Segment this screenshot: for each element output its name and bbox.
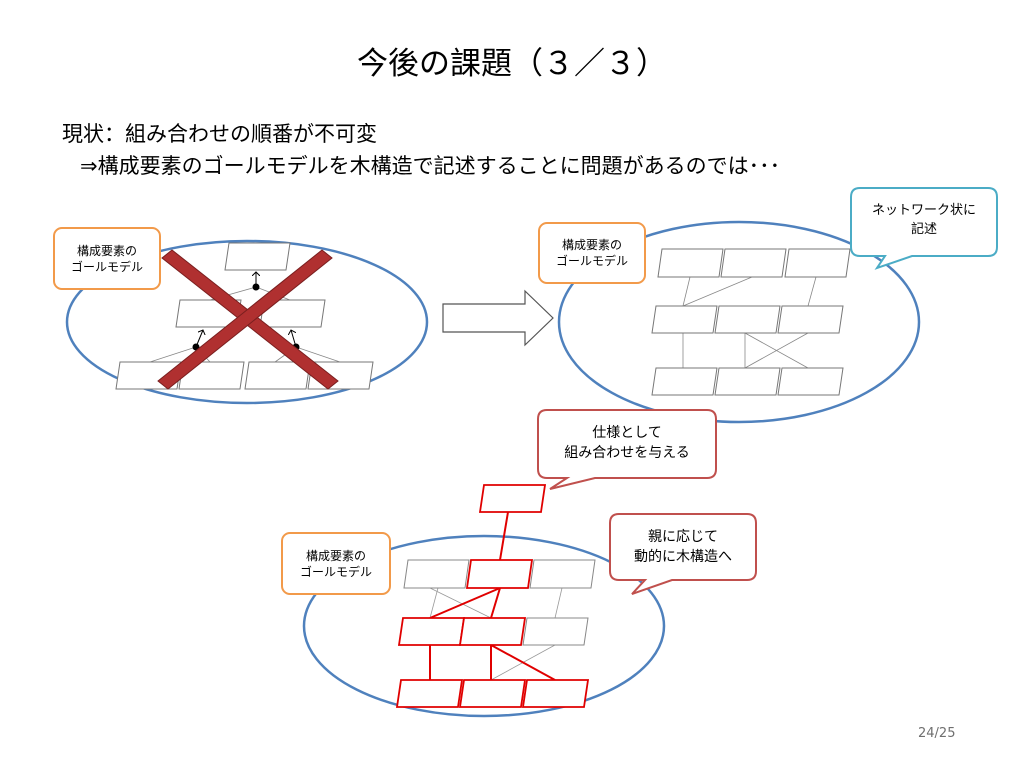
label-line2: ゴールモデル [70,259,143,274]
gray-node [522,617,589,646]
parent-callout-shape [609,513,757,595]
red-tree-connectors [429,511,556,681]
network-node [657,248,724,278]
network-node [784,248,851,278]
label-line1: 構成要素の [561,238,622,252]
network-node [777,367,844,396]
network-node [651,305,718,334]
problem-statement-text: ⇒構成要素のゴールモデルを木構造で記述することに問題があるのでは･･･ [80,154,781,178]
spec-callout-text: 仕様として 組み合わせを与える [538,423,716,463]
network-nodes [651,248,851,396]
tree-node [244,361,311,390]
red-node [465,559,534,589]
gray-node [403,559,470,589]
callout-line2: 組み合わせを与える [564,445,690,461]
callout-line1: 親に応じて [648,529,718,545]
left-goal-model-label: 構成要素の ゴールモデル [53,227,161,290]
label-line2: ゴールモデル [555,254,628,268]
red-node [478,484,547,513]
red-node [458,679,527,708]
tree-node [259,299,326,328]
tree-node [178,361,245,390]
label-line1: 構成要素の [305,548,366,563]
parent-callout-text: 親に応じて 動的に木構造へ [610,527,756,567]
network-node [714,305,781,334]
red-node [395,679,464,708]
tree-node [224,242,291,271]
transition-arrow [442,289,554,347]
network-node [777,305,844,334]
gray-node [529,559,596,589]
red-tree-nodes [395,484,590,708]
slide-title: 今後の課題（３／３） [357,46,667,82]
network-callout-shape [850,187,998,270]
page-number: 24/25 [918,726,956,741]
bottom-dynamic-diagram [302,409,757,718]
bottom-gray-nodes [403,559,596,646]
callout-line2: 動的に木構造へ [634,549,732,565]
network-node [720,248,787,278]
callout-line2: 記述 [910,222,937,237]
spec-callout-shape [537,409,717,490]
red-node [458,617,527,646]
callout-line1: ネットワーク状に [871,203,976,218]
network-node [714,367,781,396]
red-node [397,617,466,646]
right-goal-model-label: 構成要素の ゴールモデル [538,222,646,284]
label-line1: 構成要素の [76,243,137,258]
callout-line1: 仕様として [592,425,662,441]
network-connectors [682,276,817,369]
right-network-diagram [557,187,998,424]
bottom-goal-model-label: 構成要素の ゴールモデル [281,532,391,595]
current-status-text: 現状：組み合わせの順番が不可変 [62,122,377,146]
red-node [521,679,590,708]
network-node [651,367,718,396]
label-line2: ゴールモデル [299,564,372,579]
cross-mark [157,249,339,390]
network-callout-text: ネットワーク状に 記述 [851,201,997,239]
